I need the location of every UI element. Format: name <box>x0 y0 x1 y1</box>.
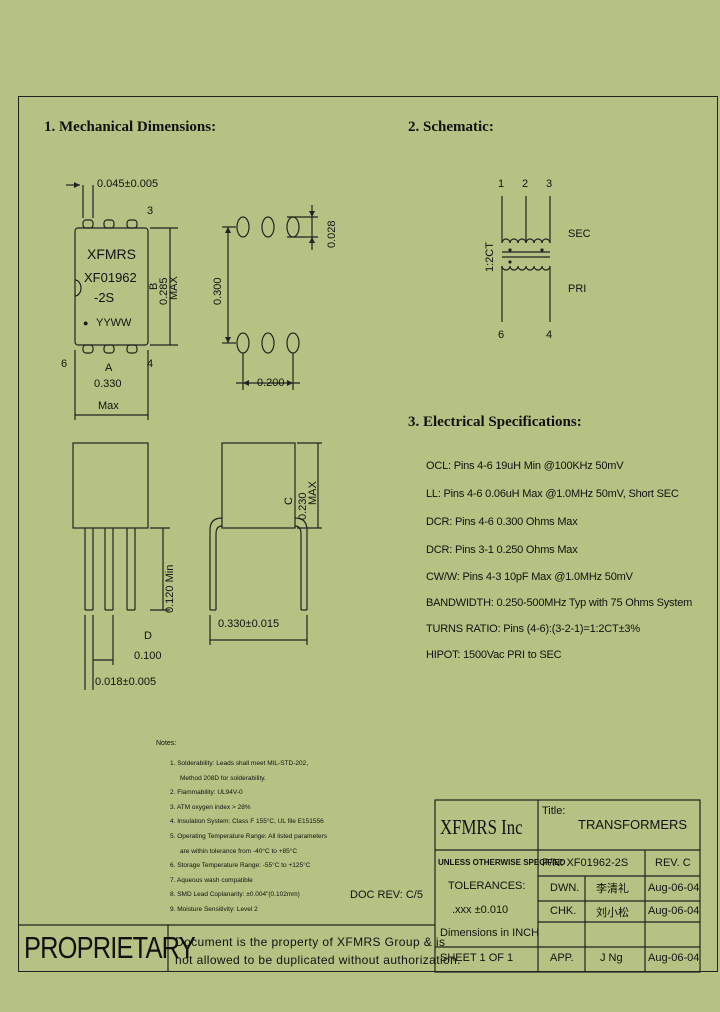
schematic-sec-label: SEC <box>568 228 591 240</box>
schematic-turns-ratio: 1:2CT <box>484 242 496 272</box>
dim-b-max: MAX <box>168 276 180 300</box>
marking-brand: XFMRS <box>87 246 136 262</box>
spec-dcr-secondary: DCR: Pins 3-1 0.250 Ohms Max <box>426 544 578 556</box>
electrical-heading: 3. Electrical Specifications: <box>408 414 582 430</box>
lead-width-dimension: 0.045±0.005 <box>97 178 159 190</box>
notes-list: 1. Solderability: Leads shall meet MIL-S… <box>170 757 327 918</box>
note-item: 5. Operating Temperature Range: All list… <box>170 832 328 840</box>
drawn-signature: 李清礼 <box>596 882 629 895</box>
schematic-pin-3: 3 <box>546 178 553 190</box>
schematic-pin-1: 1 <box>498 178 505 190</box>
pad-pitch-dimension: 0.200 <box>257 377 285 389</box>
dim-c-label: C <box>283 497 295 505</box>
spec-dcr-primary: DCR: Pins 4-6 0.300 Ohms Max <box>426 516 578 528</box>
pad-width-dimension: 0.028 <box>326 220 338 248</box>
note-item: 9. Moisture Sensitivity: Level 2 <box>170 905 258 913</box>
notes-title: Notes: <box>156 740 177 747</box>
spec-bandwidth: BANDWIDTH: 0.250-500MHz Typ with 75 Ohms… <box>426 597 693 609</box>
pad-span-dimension: 0.300 <box>212 277 224 305</box>
unless-otherwise-specified: UNLESS OTHERWISE SPECIFIED <box>438 858 566 867</box>
schematic-pin-6: 6 <box>498 329 505 341</box>
schematic-pin-4: 4 <box>546 329 553 341</box>
revision: REV. C <box>655 857 691 869</box>
mechanical-heading: 1. Mechanical Dimensions: <box>44 119 217 135</box>
note-item: 6. Storage Temperature Range: -55°C to +… <box>170 862 311 870</box>
note-item: 7. Aqueous wash compatible <box>170 876 253 884</box>
lead-diameter-dimension: 0.018±0.005 <box>95 676 157 688</box>
schematic-heading: 2. Schematic: <box>408 119 494 135</box>
checked-label: CHK. <box>550 905 577 917</box>
proprietary-notice-line2: not allowed to be duplicated without aut… <box>175 953 461 967</box>
dim-a-value: 0.330 <box>94 378 122 390</box>
dim-a-label: A <box>105 362 113 374</box>
approved-date: Aug-06-04 <box>648 952 700 964</box>
title-label: Title: <box>542 805 566 817</box>
checked-signature: 刘小松 <box>596 906 629 919</box>
pin-6-label: 6 <box>61 358 68 370</box>
drawing-frame <box>18 96 718 972</box>
document-revision: DOC REV: C/5 <box>350 889 423 901</box>
marking-date-code: YYWW <box>96 317 132 329</box>
dimension-units: Dimensions in INCH <box>440 927 540 939</box>
dim-d-value: 0.100 <box>134 650 162 662</box>
spec-capacitance: CW/W: Pins 4-3 10pF Max @1.0MHz 50mV <box>426 571 633 583</box>
drawn-date: Aug-06-04 <box>648 882 700 894</box>
marking-suffix: -2S <box>94 290 115 305</box>
body-length-dimension: 0.330±0.015 <box>218 618 280 630</box>
company-name: XFMRS Inc <box>440 815 523 839</box>
drawing-title: TRANSFORMERS <box>578 817 688 832</box>
pin-4-label: 4 <box>147 358 154 370</box>
dim-d-label: D <box>144 630 152 642</box>
dim-a-max: Max <box>98 400 119 412</box>
dim-c-max: MAX <box>307 481 319 505</box>
schematic-pin-2: 2 <box>522 178 529 190</box>
note-item: 4. Insulation System: Class F 155°C, UL … <box>170 818 324 826</box>
note-item: are within tolerance from -40°C to +85°C <box>180 847 298 855</box>
note-item: 1. Solderability: Leads shall meet MIL-S… <box>170 760 309 767</box>
lead-length-dimension: 0.120 Min <box>164 564 176 613</box>
note-item: 8. SMD Lead Coplanarity: ±0.004"(0.102mm… <box>170 891 300 899</box>
proprietary-notice-line1: Document is the property of XFMRS Group … <box>175 935 446 949</box>
part-number: P/N: XF01962-2S <box>542 857 629 869</box>
note-item: 2. Flammability: UL94V-0 <box>170 789 243 797</box>
note-item: Method 208D for solderability. <box>180 774 266 782</box>
proprietary-label: PROPRIETARY <box>24 930 196 965</box>
approved-label: APP. <box>550 952 574 964</box>
tolerance-value: .xxx ±0.010 <box>452 904 509 916</box>
spec-turns-ratio: TURNS RATIO: Pins (4-6):(3-2-1)=1:2CT±3% <box>426 623 640 635</box>
note-item: 3. ATM oxygen index > 28% <box>170 803 251 811</box>
checked-date: Aug-06-04 <box>648 905 700 917</box>
spec-ll: LL: Pins 4-6 0.06uH Max @1.0MHz 50mV, Sh… <box>426 488 679 500</box>
spec-hipot: HIPOT: 1500Vac PRI to SEC <box>426 649 562 661</box>
drawn-label: DWN. <box>550 882 580 894</box>
sheet-number: SHEET 1 OF 1 <box>440 952 514 964</box>
pin-1-dot-icon: ● <box>83 318 89 328</box>
tolerances-label: TOLERANCES: <box>448 880 526 892</box>
spec-ocl: OCL: Pins 4-6 19uH Min @100KHz 50mV <box>426 460 624 472</box>
approved-signature: J Ng <box>600 952 623 964</box>
schematic-pri-label: PRI <box>568 283 587 295</box>
pin-3-label: 3 <box>147 205 154 217</box>
marking-part-number: XF01962 <box>84 270 137 285</box>
